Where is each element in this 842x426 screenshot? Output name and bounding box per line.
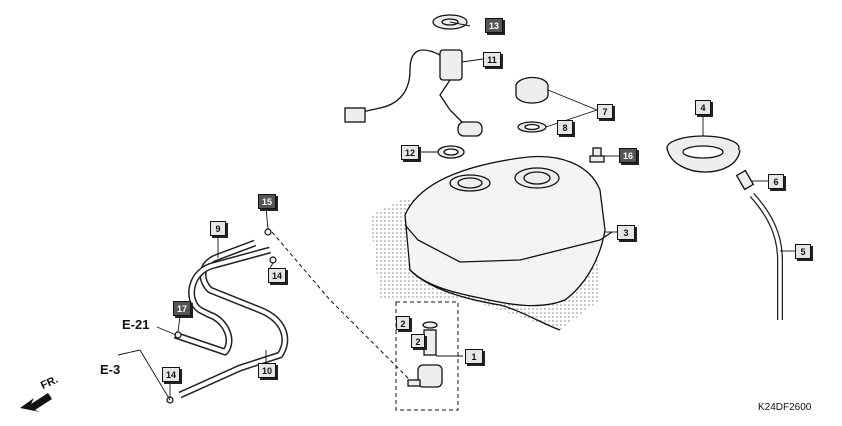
- callout-10: 10: [258, 363, 276, 378]
- callout-3: 3: [617, 225, 635, 240]
- callout-13: 13: [485, 18, 503, 33]
- callout-5: 5: [795, 244, 811, 259]
- callout-2b: 2: [411, 334, 425, 348]
- ref-e21: E-21: [122, 317, 150, 332]
- callout-11: 11: [483, 52, 501, 67]
- callout-14a: 14: [268, 268, 286, 283]
- callout-14b: 14: [162, 367, 180, 382]
- seal-12: [437, 145, 465, 159]
- callout-2a: 2: [396, 316, 410, 330]
- hose-10: [173, 246, 271, 356]
- front-arrow-icon: [20, 393, 52, 412]
- link-line: [271, 231, 411, 381]
- filler-cap-7: [515, 76, 549, 133]
- callout-1: 1: [465, 349, 483, 364]
- callout-17: 17: [173, 301, 191, 316]
- fuel-pump-unit: [344, 49, 483, 137]
- diagram-code: K24DF2600: [758, 402, 812, 413]
- callout-12: 12: [401, 145, 419, 160]
- tube-5: [735, 169, 783, 320]
- bolt-16: [589, 147, 605, 163]
- ref-e3: E-3: [100, 362, 121, 377]
- callout-7: 7: [597, 104, 613, 119]
- fuel-cock-1: [407, 321, 443, 388]
- callout-9: 9: [210, 221, 226, 236]
- callout-4: 4: [695, 100, 711, 115]
- tray-4: [666, 135, 741, 173]
- callout-6: 6: [768, 174, 784, 189]
- fuel-tank: [370, 155, 613, 331]
- callout-8: 8: [557, 120, 573, 135]
- callout-16: 16: [619, 148, 637, 163]
- callout-15: 15: [258, 194, 276, 209]
